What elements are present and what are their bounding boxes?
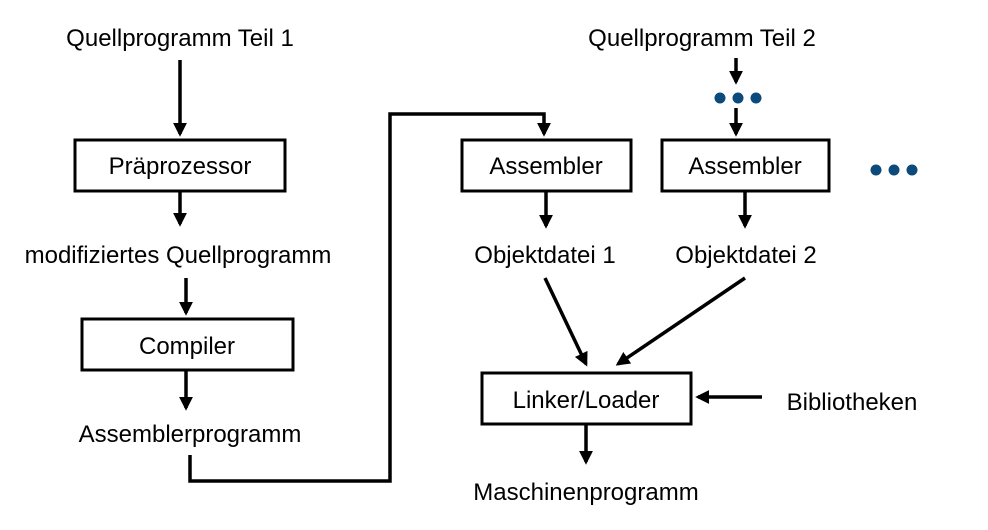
- assembler-2-box: [660, 138, 831, 193]
- machine-program-label: Maschinenprogramm: [473, 479, 698, 506]
- modified-source-label: modifiziertes Quellprogramm: [25, 242, 332, 269]
- preprocessor-box: [73, 138, 287, 193]
- libraries-label: Bibliotheken: [787, 389, 918, 416]
- object-file-2-label: Objektdatei 2: [675, 242, 816, 269]
- linker-loader-label: Linker/Loader: [513, 387, 660, 414]
- compiler-label: Compiler: [139, 333, 235, 360]
- assembler-2-label: Assembler: [688, 153, 801, 180]
- source-part-2-label: Quellprogramm Teil 2: [588, 25, 816, 52]
- assembler-1-box: [460, 138, 633, 193]
- linker-loader-box: [480, 371, 693, 426]
- source-part-1-label: Quellprogramm Teil 1: [66, 25, 294, 52]
- assembler-1-label: Assembler: [489, 153, 602, 180]
- arrow-assemblerprogram-to-assembler-1: [188, 112, 551, 483]
- arrow-objectfile-1-to-linker: [543, 277, 588, 367]
- assembler-program-label: Assemblerprogramm: [79, 421, 302, 448]
- horizontal-ellipsis-dots: [870, 164, 918, 176]
- preprocessor-label: Präprozessor: [109, 153, 252, 180]
- vertical-ellipsis-dots: [714, 92, 762, 104]
- arrow-objectfile-2-to-linker: [615, 276, 746, 366]
- compiler-box: [80, 317, 295, 372]
- object-file-1-label: Objektdatei 1: [474, 242, 615, 269]
